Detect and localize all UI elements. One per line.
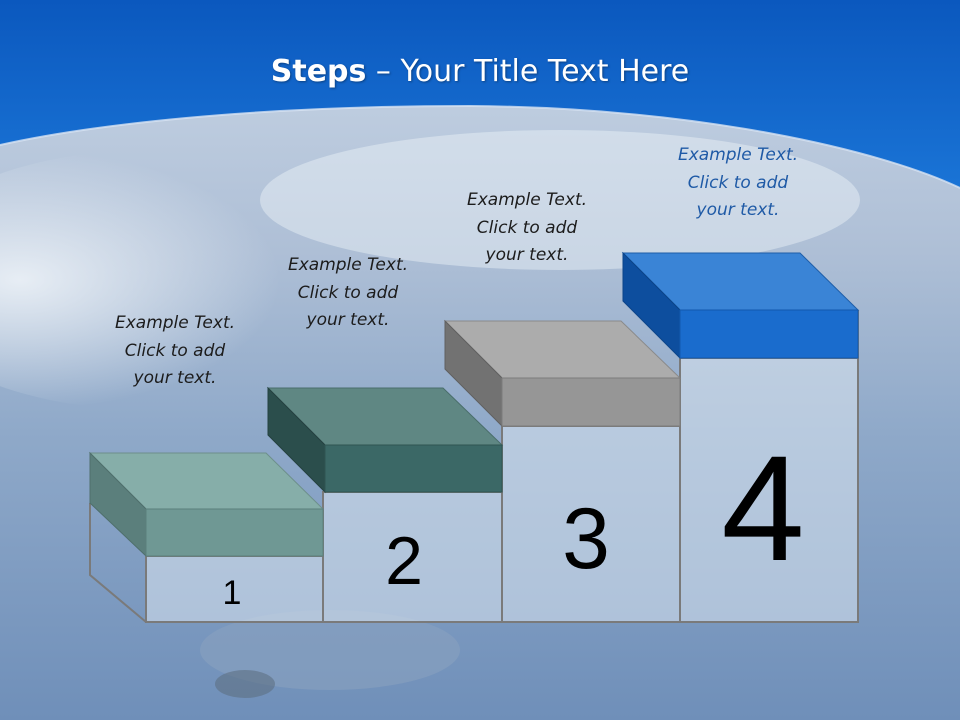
slide-title-bold: Steps [270, 54, 367, 89]
caption-line: Click to add [476, 217, 578, 238]
shark-silhouette [200, 610, 460, 690]
slide-title-rest: – Your Title Text Here [366, 54, 690, 89]
caption-line: Example Text. [677, 145, 799, 165]
caption-line: Example Text. [114, 313, 236, 333]
step-3-caption[interactable]: Example Text. Click to add your text. [427, 187, 627, 270]
step-2-block[interactable] [266, 386, 504, 494]
fish-silhouette [215, 670, 275, 698]
caption-line: Click to add [297, 282, 399, 303]
caption-line: your text. [306, 310, 390, 330]
step-3-block[interactable] [443, 319, 682, 428]
caption-line: Click to add [687, 172, 789, 193]
wave-highlight [0, 150, 410, 410]
caption-line: your text. [133, 368, 217, 388]
slide-title[interactable]: Steps – Your Title Text Here [0, 54, 960, 89]
caption-line: your text. [696, 200, 780, 220]
step-4-number: 4 [721, 424, 804, 592]
step-4-caption[interactable]: Example Text. Click to add your text. [638, 142, 838, 225]
caption-line: Click to add [124, 340, 226, 361]
step-1-number: 1 [223, 574, 242, 612]
step-2-caption[interactable]: Example Text. Click to add your text. [248, 252, 448, 335]
title-banner [0, 0, 960, 188]
step-1-block[interactable] [88, 451, 325, 558]
step-3-number: 3 [562, 491, 610, 587]
caption-line: Example Text. [287, 255, 409, 275]
caption-line: Example Text. [466, 190, 588, 210]
step-2-number: 2 [385, 523, 423, 599]
step-1-caption[interactable]: Example Text. Click to add your text. [75, 310, 275, 393]
staircase-outline [89, 310, 859, 623]
caption-line: your text. [485, 245, 569, 265]
banner-edge [0, 104, 960, 189]
cloud-highlight [260, 130, 860, 270]
step-4-block[interactable] [621, 251, 860, 360]
